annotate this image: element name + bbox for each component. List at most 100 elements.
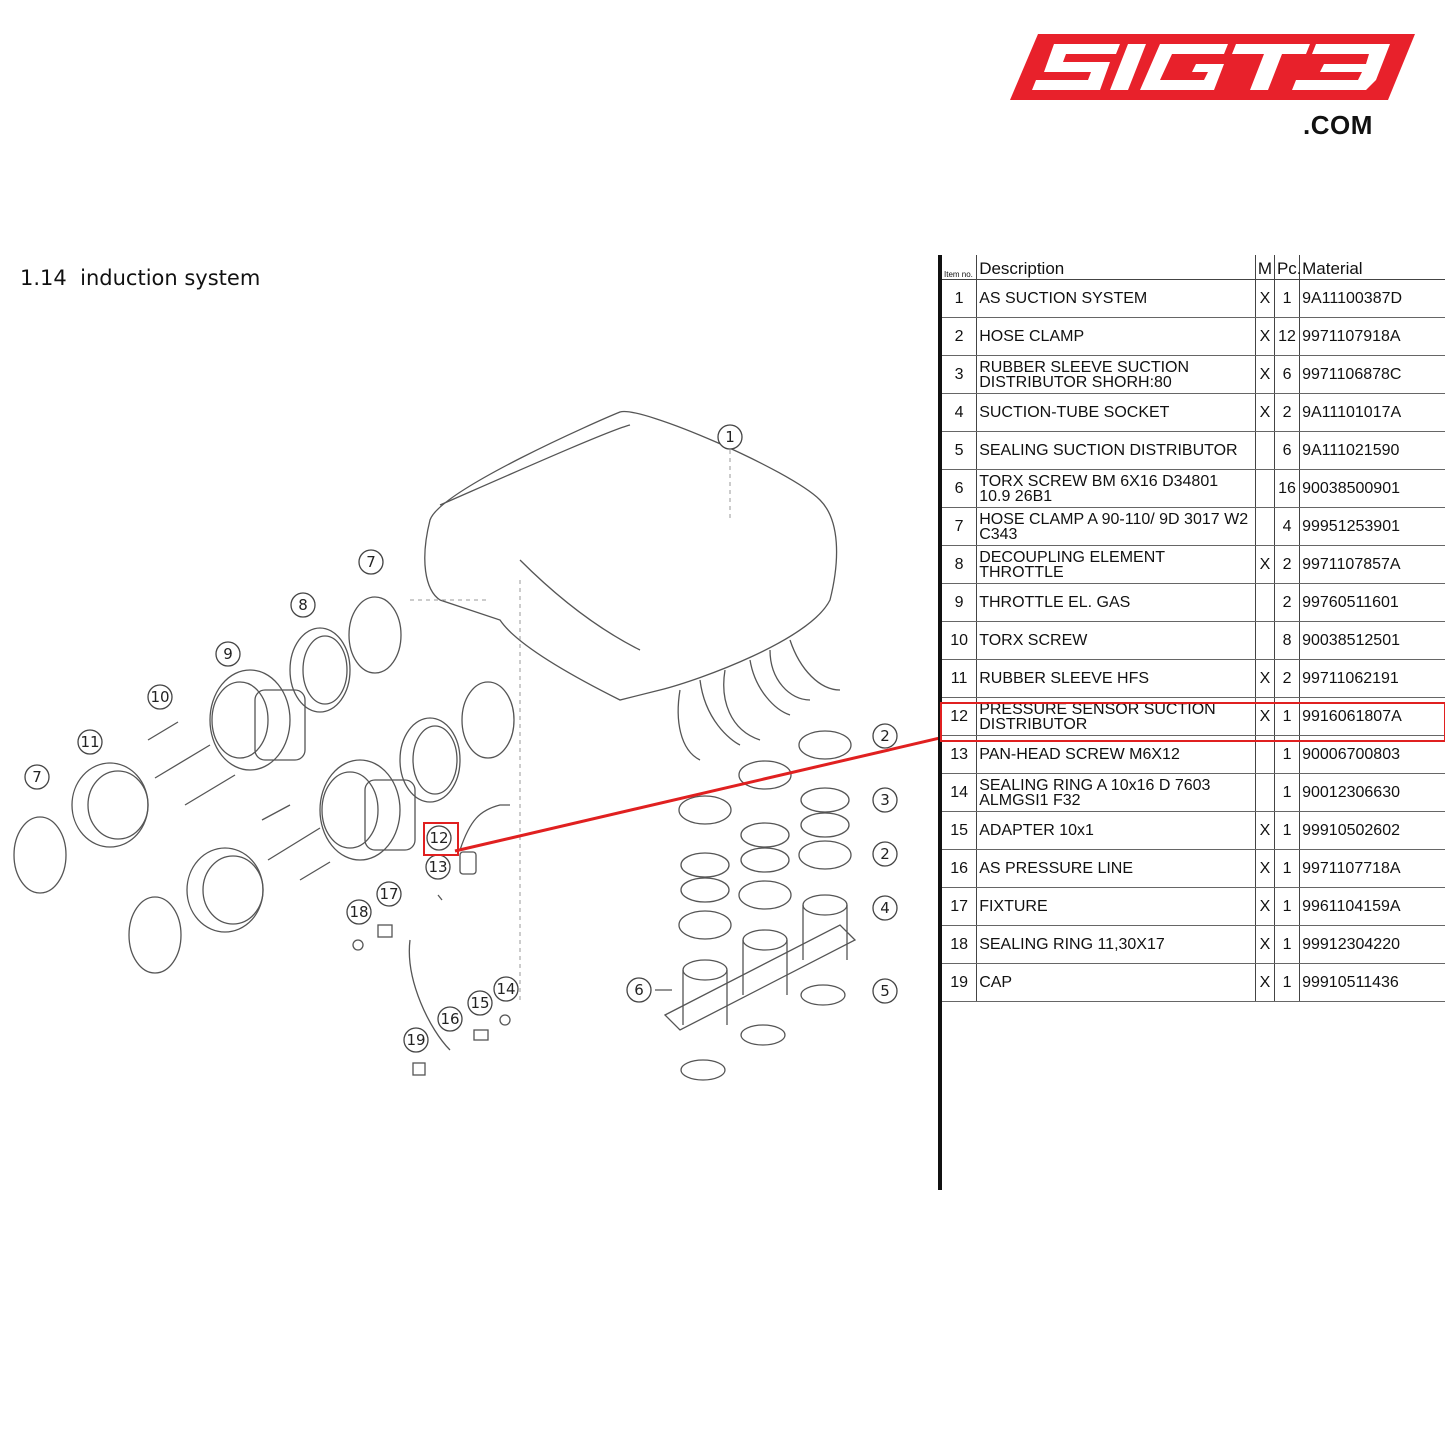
callout-5: 5 [872,978,898,1004]
svg-text:10: 10 [150,688,169,706]
item-m-flag: X [1255,355,1275,394]
item-number: 14 [942,773,978,812]
item-number: 12 [942,697,978,736]
suction-system-body [424,410,838,701]
svg-text:15: 15 [470,994,489,1012]
item-m-flag: X [1255,925,1275,964]
svg-text:4: 4 [880,899,890,917]
header-description: Description [976,255,1256,280]
header-pc: Pc. [1274,255,1302,280]
callout-16: 16 [437,1006,463,1032]
callout-18: 18 [346,899,372,925]
item-number: 2 [942,317,978,356]
svg-text:7: 7 [366,553,376,571]
item-quantity: 8 [1274,621,1301,660]
item-description: SEALING RING 11,30X17 [976,925,1256,964]
item-description: PRESSURE SENSOR SUCTION DISTRIBUTOR [976,697,1256,736]
item-number: 8 [942,545,978,584]
item-material-number: 9961104159A [1299,887,1445,926]
item-material-number: 9A11101017A [1299,393,1445,432]
callout-7: 7 [358,549,384,575]
item-description: PAN-HEAD SCREW M6X12 [976,735,1256,774]
item-m-flag: X [1255,963,1275,1002]
item-quantity: 1 [1274,849,1301,888]
svg-text:17: 17 [379,885,398,903]
highlight-connector [454,736,940,853]
item-number: 11 [942,659,978,698]
callout-3: 3 [872,787,898,813]
item-quantity: 2 [1274,583,1301,622]
item-number: 19 [942,963,978,1002]
item-material-number: 9971107918A [1299,317,1445,356]
callout-19: 19 [403,1027,429,1053]
item-m-flag [1255,621,1275,660]
item-quantity: 1 [1274,925,1301,964]
item-material-number: 90012306630 [1299,773,1445,812]
item-m-flag [1255,507,1275,546]
svg-text:2: 2 [880,727,890,745]
item-description: CAP [976,963,1256,1002]
callout-1: 1 [717,424,743,450]
item-number: 17 [942,887,978,926]
svg-text:16: 16 [440,1010,459,1028]
callout-9: 9 [215,641,241,667]
item-quantity: 1 [1274,279,1301,318]
item-number: 13 [942,735,978,774]
item-material-number: 99711062191 [1299,659,1445,698]
item-quantity: 16 [1274,469,1301,508]
callout-6: 6 [626,977,652,1003]
svg-text:7: 7 [32,768,42,786]
highlight-callout-box [423,822,459,856]
item-description: ADAPTER 10x1 [976,811,1256,850]
item-material-number: 9A11100387D [1299,279,1445,318]
section-number: 1.14 [20,266,67,290]
callout-15: 15 [467,990,493,1016]
item-material-number: 99910511436 [1299,963,1445,1002]
callout-17: 17 [376,881,402,907]
item-material-number: 9A111021590 [1299,431,1445,470]
callout-4: 4 [872,895,898,921]
item-m-flag [1255,583,1275,622]
callout-13: 13 [425,854,451,880]
item-description: AS PRESSURE LINE [976,849,1256,888]
item-number: 5 [942,431,978,470]
svg-text:1: 1 [725,428,735,446]
svg-text:3: 3 [880,791,890,809]
item-description: HOSE CLAMP [976,317,1256,356]
item-quantity: 12 [1274,317,1301,356]
item-description: SEALING SUCTION DISTRIBUTOR [976,431,1256,470]
item-number: 18 [942,925,978,964]
svg-text:19: 19 [406,1031,425,1049]
callout-2: 2 [872,723,898,749]
item-description: SUCTION-TUBE SOCKET [976,393,1256,432]
item-description: RUBBER SLEEVE HFS [976,659,1256,698]
item-material-number: 99910502602 [1299,811,1445,850]
item-description: DECOUPLING ELEMENT THROTTLE [976,545,1256,584]
induction-system-diagram: 1 2 3 2 4 5 6 7 8 9 10 11 7 12 13 17 18 … [13,410,940,1081]
header-item-no: Item no. [942,255,978,280]
logo-domain: .COM [1303,110,1373,140]
item-m-flag [1255,773,1275,812]
callout-8: 8 [290,592,316,618]
item-quantity: 2 [1274,545,1301,584]
item-number: 10 [942,621,978,660]
table-header: Item no. Description M Pc. Material [942,255,1445,280]
item-quantity: 1 [1274,887,1301,926]
item-description: TORX SCREW [976,621,1256,660]
item-m-flag [1255,469,1275,508]
svg-text:5: 5 [880,982,890,1000]
